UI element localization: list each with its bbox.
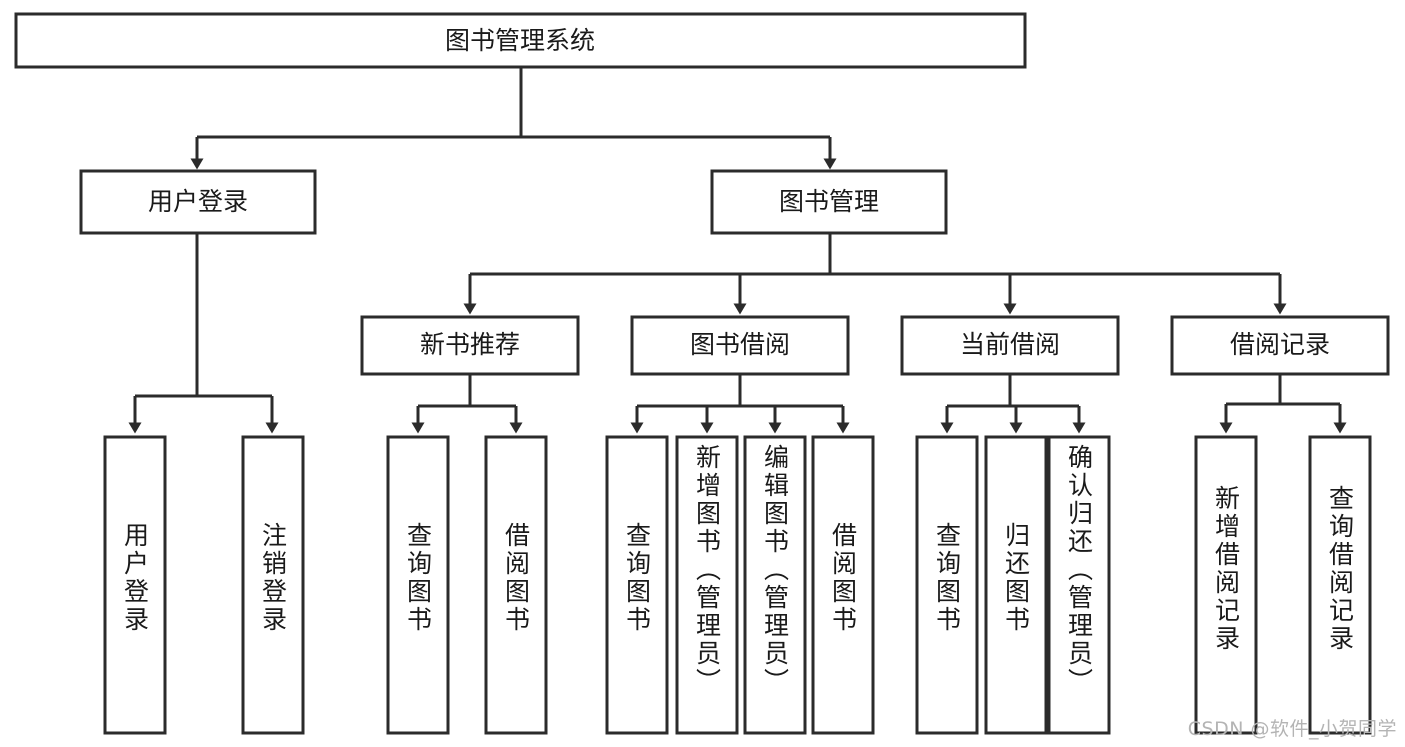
node-leaf-query-book-current-rect[interactable]	[915, 435, 979, 735]
node-leaf-confirm-return-admin-rect[interactable]	[1047, 435, 1111, 735]
node-book-borrow-label: 图书借阅	[690, 330, 790, 359]
node-book-manage[interactable]: 图书管理	[710, 169, 948, 235]
node-new-book-rec[interactable]: 新书推荐	[360, 315, 580, 376]
node-user-login[interactable]: 用户登录	[79, 169, 317, 235]
edge-group-root	[190, 67, 837, 170]
edge-group-new-book-rec	[411, 374, 523, 434]
edge-group-book-borrow	[630, 374, 850, 434]
node-current-borrow-rect[interactable]	[900, 315, 1120, 376]
node-root-label: 图书管理系统	[445, 26, 595, 55]
node-current-borrow[interactable]: 当前借阅	[900, 315, 1120, 376]
node-borrow-record-label: 借阅记录	[1230, 330, 1330, 359]
edge-group-current-borrow	[940, 374, 1086, 434]
node-leaf-add-borrow-record-rect[interactable]	[1194, 435, 1258, 735]
node-leaf-borrow-book-borrow-rect[interactable]	[811, 435, 875, 735]
node-leaf-return-book-rect[interactable]	[984, 435, 1048, 735]
node-user-login-rect[interactable]	[79, 169, 317, 235]
node-current-borrow-label: 当前借阅	[960, 330, 1060, 359]
node-leaf-add-book-admin-rect[interactable]	[675, 435, 739, 735]
node-book-borrow[interactable]: 图书借阅	[630, 315, 850, 376]
node-leaf-query-book-borrow-rect[interactable]	[605, 435, 669, 735]
node-borrow-record[interactable]: 借阅记录	[1170, 315, 1390, 376]
node-new-book-rec-rect[interactable]	[360, 315, 580, 376]
node-leaf-edit-book-admin-rect[interactable]	[743, 435, 807, 735]
node-leaf-borrow-book-rec-rect[interactable]	[484, 435, 548, 735]
leaf-rects	[103, 435, 1372, 735]
node-root-rect[interactable]	[14, 12, 1027, 69]
node-book-manage-label: 图书管理	[779, 187, 879, 216]
watermark-text: CSDN @软件_小贺同学	[1187, 718, 1397, 740]
node-leaf-query-book-rec-rect[interactable]	[386, 435, 450, 735]
node-leaf-user-logout-rect[interactable]	[241, 435, 305, 735]
node-leaf-query-borrow-record-rect[interactable]	[1308, 435, 1372, 735]
edge-group-borrow-record	[1219, 374, 1347, 434]
node-user-login-label: 用户登录	[148, 187, 248, 216]
node-leaf-user-login-rect[interactable]	[103, 435, 167, 735]
edge-group-book-manage	[463, 233, 1287, 315]
edge-group-user-login	[128, 233, 279, 434]
node-borrow-record-rect[interactable]	[1170, 315, 1390, 376]
node-new-book-rec-label: 新书推荐	[420, 330, 520, 359]
node-book-borrow-rect[interactable]	[630, 315, 850, 376]
node-root[interactable]: 图书管理系统	[14, 12, 1027, 69]
node-book-manage-rect[interactable]	[710, 169, 948, 235]
